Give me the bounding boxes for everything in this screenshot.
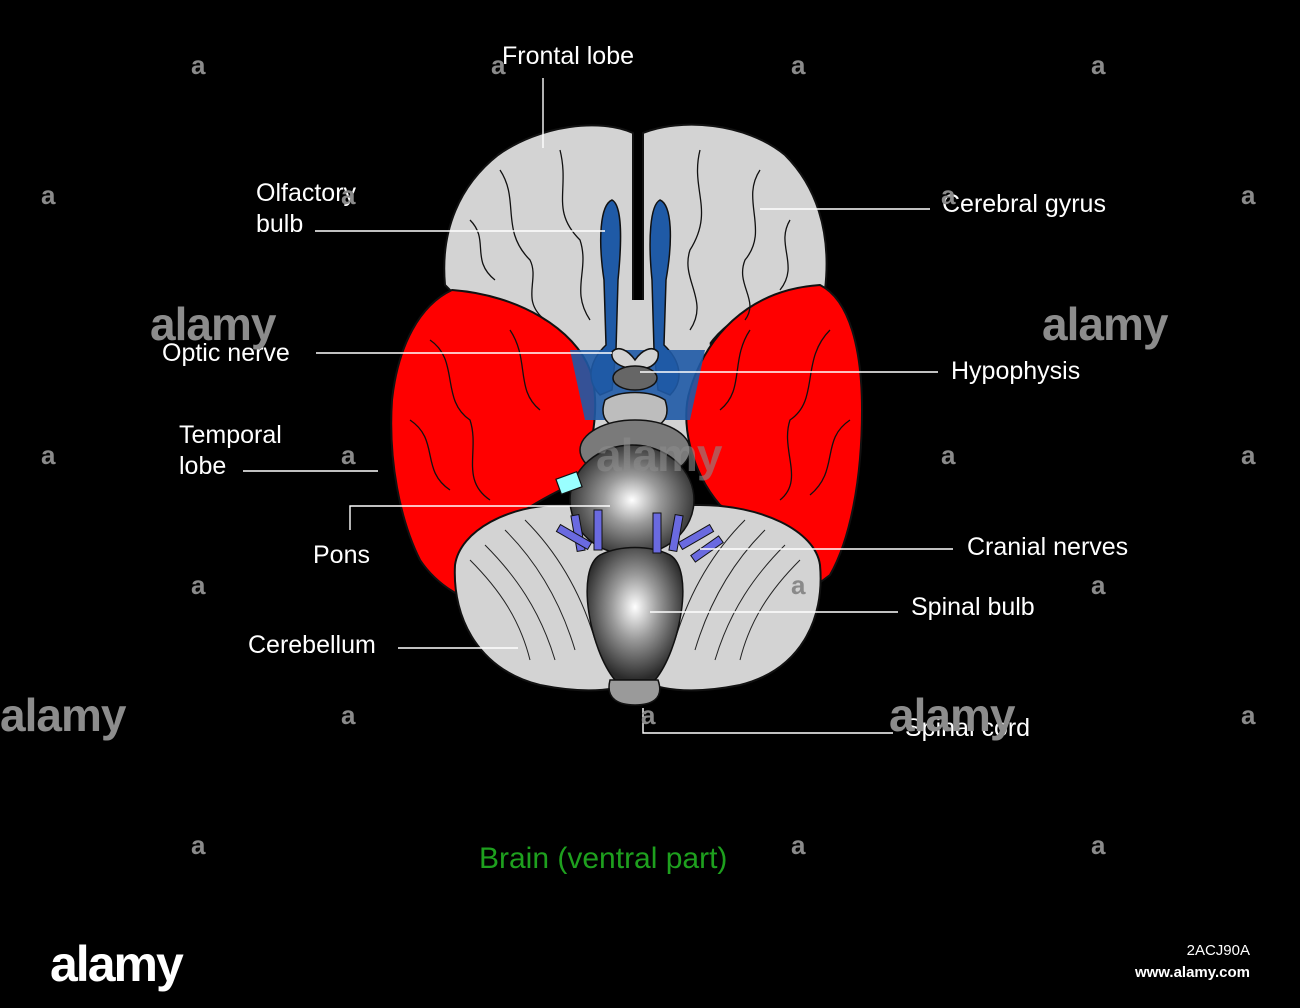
watermark-mark: a	[341, 180, 356, 210]
leader-pons	[349, 505, 610, 530]
cerebellum-folia	[469, 519, 801, 661]
watermark-mark: a	[641, 700, 656, 730]
watermark-mark: a	[791, 50, 806, 80]
watermark-mark: a	[1241, 440, 1256, 470]
watermark-logo: alamy	[1042, 298, 1168, 350]
label-spinal-cord: Spinal cord	[905, 714, 1031, 742]
watermark-mark: a	[341, 700, 356, 730]
hypophysis-shape	[612, 365, 658, 391]
stock-image-id: 2ACJ90A	[1186, 942, 1250, 959]
label-cerebral-gyrus: Cerebral gyrus	[942, 190, 1106, 218]
watermark-mark: a	[791, 830, 806, 860]
watermark-logo: alamy	[0, 689, 126, 741]
gyri-lines	[409, 149, 851, 501]
watermark-logo: alamy	[150, 298, 276, 350]
watermark-logo: alamy	[889, 689, 1015, 741]
watermark-mark: a	[941, 440, 956, 470]
spinal-bulb-shape	[586, 546, 684, 681]
label-frontal-lobe: Frontal lobe	[502, 42, 635, 70]
watermark-mark: a	[41, 440, 56, 470]
stock-site-url: www.alamy.com	[1134, 964, 1250, 981]
watermark-mark: a	[1091, 50, 1106, 80]
watermark-mark: a	[191, 570, 206, 600]
watermark-mark: a	[1241, 700, 1256, 730]
label-spinal-bulb: Spinal bulb	[911, 593, 1035, 621]
trigeminal-nerve	[555, 470, 583, 496]
label-pons: Pons	[313, 541, 370, 569]
label-cerebellum: Cerebellum	[248, 631, 376, 659]
leader-spinal-cord	[642, 708, 893, 734]
leader-lines	[243, 78, 953, 734]
brand-logo: alamy	[50, 936, 184, 992]
label-optic-nerve: Optic nerve	[162, 339, 290, 367]
label-cranial-nerves: Cranial nerves	[967, 533, 1129, 561]
watermark-logo: alamy	[596, 429, 722, 481]
label-olfactory-bulb: Olfactory bulb	[256, 179, 357, 238]
diagram-title: Brain (ventral part)	[479, 842, 728, 875]
label-temporal-lobe: Temporal lobe	[179, 421, 282, 480]
watermark-mark: a	[1091, 830, 1106, 860]
spinal-cord-shape	[608, 679, 661, 706]
watermark-mark: a	[191, 830, 206, 860]
watermark-mark: a	[1091, 570, 1106, 600]
watermark-mark: a	[341, 440, 356, 470]
watermark-mark: a	[41, 180, 56, 210]
label-hypophysis: Hypophysis	[951, 357, 1081, 385]
watermark-mark: a	[191, 50, 206, 80]
watermark-mark: a	[491, 50, 506, 80]
watermark-mark: a	[941, 180, 956, 210]
watermark-mark: a	[791, 570, 806, 600]
watermark-mark: a	[1241, 180, 1256, 210]
